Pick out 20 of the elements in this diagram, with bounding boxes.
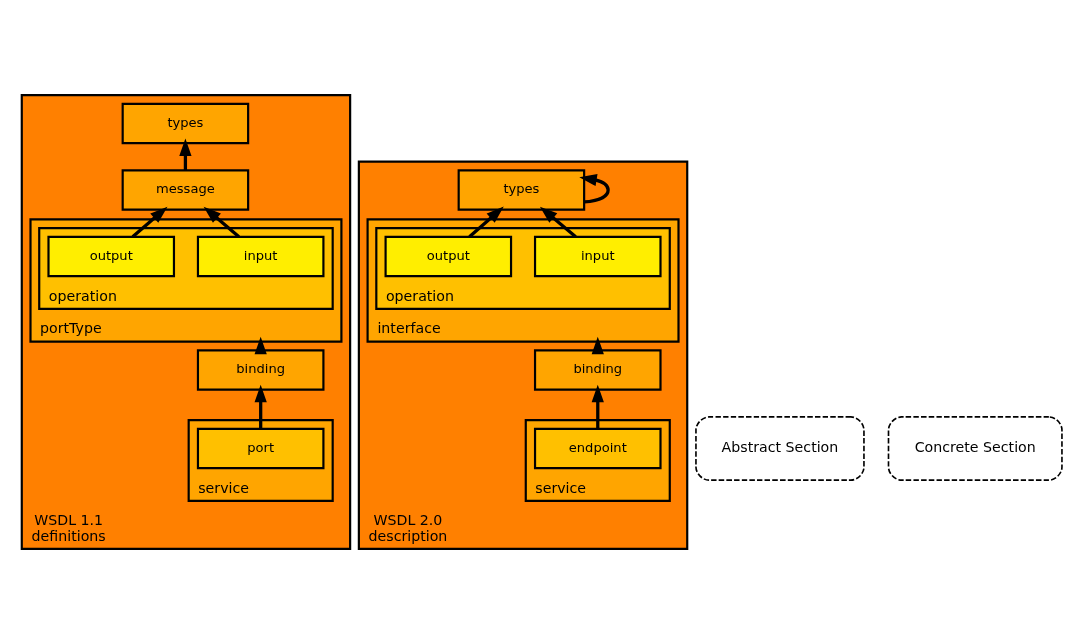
arrow	[203, 206, 240, 239]
arrow	[591, 384, 604, 429]
arrow	[131, 206, 168, 239]
arrow	[579, 173, 610, 204]
node-box: types	[121, 102, 250, 145]
arrow	[254, 336, 267, 355]
arrow	[254, 384, 267, 429]
arrow	[539, 206, 577, 239]
node-box: output	[384, 235, 513, 278]
node-box: input	[196, 235, 325, 278]
arrow	[591, 336, 604, 355]
arrow	[468, 206, 504, 239]
node-box: output	[47, 235, 176, 278]
node-box: input	[533, 235, 662, 278]
node-box: Concrete Section	[887, 416, 1063, 481]
node-box: endpoint	[533, 427, 662, 470]
node-box: types	[457, 169, 586, 211]
node-box: port	[196, 427, 325, 470]
node-box: Abstract Section	[695, 416, 865, 481]
node-box: message	[121, 169, 250, 211]
